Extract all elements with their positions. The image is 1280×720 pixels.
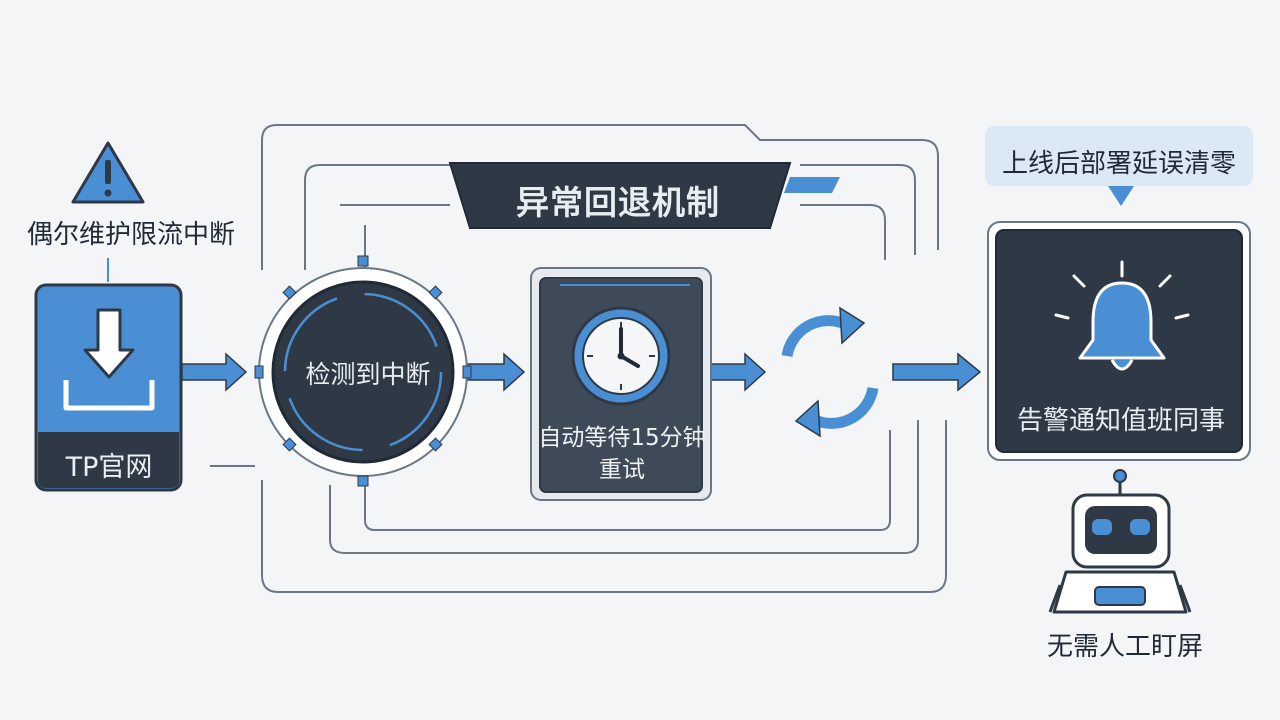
diagram-title: 异常回退机制	[516, 183, 720, 222]
notify-card	[987, 221, 1251, 461]
flow-arrows	[181, 352, 982, 392]
bell-icon	[1054, 260, 1190, 371]
tp-site-label[interactable]: TP官网	[65, 452, 153, 483]
arrow-retry-to-notify	[892, 352, 982, 392]
clock-icon	[571, 306, 671, 406]
warning-triangle-icon	[71, 141, 145, 204]
robot-label: 无需人工盯屏	[1046, 632, 1203, 662]
arrow-detect-to-wait	[464, 352, 526, 392]
arrow-source-to-detect	[181, 352, 248, 392]
tp-site-card[interactable]	[34, 283, 183, 492]
robot-icon	[1048, 469, 1192, 614]
warning-label: 偶尔维护限流中断	[26, 220, 235, 250]
arrow-wait-to-retry	[709, 352, 767, 392]
title-banner	[448, 162, 840, 229]
detect-node	[254, 255, 472, 487]
refresh-cycle-icon	[781, 306, 879, 438]
callout-label: 上线后部署延误清零	[1001, 149, 1236, 179]
frame-lines	[210, 124, 947, 593]
download-icon	[63, 308, 155, 411]
notify-label: 告警通知值班同事	[1016, 406, 1225, 436]
detect-label: 检测到中断	[305, 360, 431, 389]
wait-label: 自动等待15分钟重试	[538, 425, 706, 483]
callout-bubble	[985, 126, 1253, 206]
wait-card	[530, 267, 712, 501]
